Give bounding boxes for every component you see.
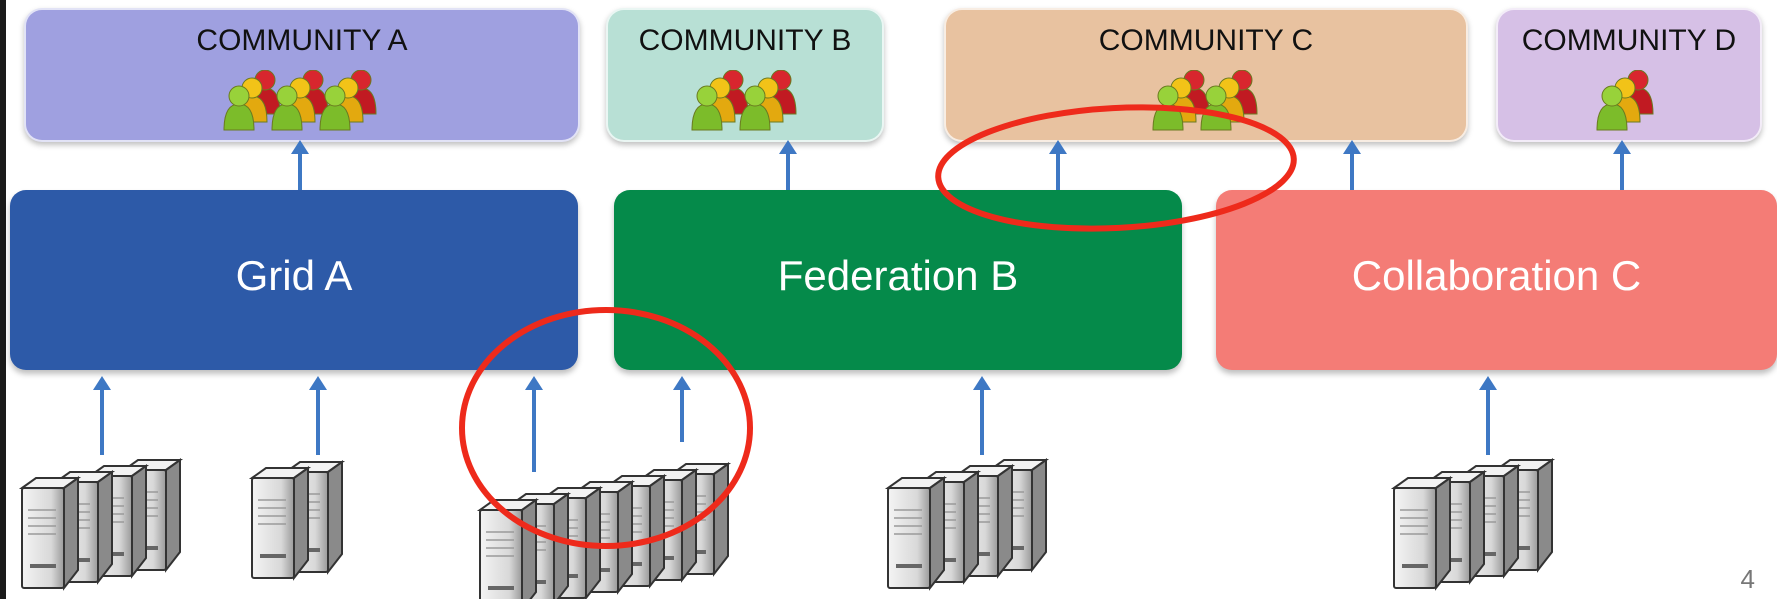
arrow-up-icon (779, 140, 797, 190)
arrow-up-icon (973, 376, 991, 455)
arrow-up-icon (291, 140, 309, 190)
arrow-up-icon (1613, 140, 1631, 190)
arrow-up-icon (93, 376, 111, 455)
community-d-title: COMMUNITY D (1521, 24, 1737, 57)
server-icon (1390, 476, 1454, 591)
community-b-title: COMMUNITY B (638, 24, 852, 57)
collaboration-c-block: Collaboration C (1216, 190, 1777, 370)
collaboration-c-label: Collaboration C (1351, 252, 1642, 299)
page-number: 4 (1740, 564, 1755, 594)
federation-b-block: Federation B (614, 190, 1182, 370)
community-b-box: COMMUNITY B (606, 8, 884, 142)
server-icon (884, 476, 948, 591)
highlight-ellipse (935, 104, 1297, 232)
arrow-up-icon (673, 376, 691, 442)
left-edge-bar (0, 0, 6, 599)
server-icon (18, 476, 82, 591)
server-icon (248, 466, 312, 581)
community-a-title: COMMUNITY A (196, 24, 408, 57)
arrow-up-icon (309, 376, 327, 455)
community-d-box: COMMUNITY D (1496, 8, 1762, 142)
community-c-title: COMMUNITY C (1098, 24, 1314, 57)
people-group-icon (26, 69, 578, 145)
grid-a-label: Grid A (235, 252, 353, 299)
arrow-up-icon (1049, 140, 1067, 190)
federation-b-label: Federation B (777, 252, 1019, 299)
arrow-up-icon (525, 376, 543, 472)
people-group-icon (608, 69, 882, 145)
grid-a-block: Grid A (10, 190, 578, 370)
server-icon (476, 498, 540, 599)
arrow-up-icon (1479, 376, 1497, 455)
arrow-up-icon (1343, 140, 1361, 190)
people-group-icon (1498, 69, 1760, 145)
highlight-ellipse (459, 307, 753, 549)
community-a-box: COMMUNITY A (24, 8, 580, 142)
